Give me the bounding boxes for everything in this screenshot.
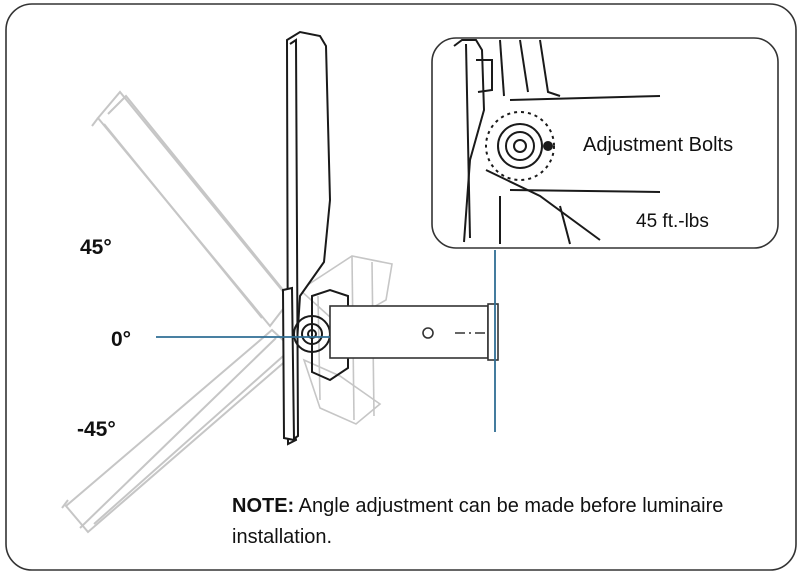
angle-label-45: 45° [80,236,112,259]
angle-label-neg45: -45° [77,418,116,441]
note-prefix: NOTE: [232,495,295,517]
fixture-main [281,30,349,446]
detail-inset [431,37,779,249]
torque-label: 45 ft.-lbs [636,211,709,232]
ghost-fixture-down [61,328,298,534]
note-text: NOTE: Angle adjustment can be made befor… [232,491,752,553]
note-body: Angle adjustment can be made before lumi… [232,495,724,548]
adjustment-bolts-label: Adjustment Bolts [583,134,734,156]
angle-label-0: 0° [111,328,132,351]
mounting-arm [329,303,499,361]
